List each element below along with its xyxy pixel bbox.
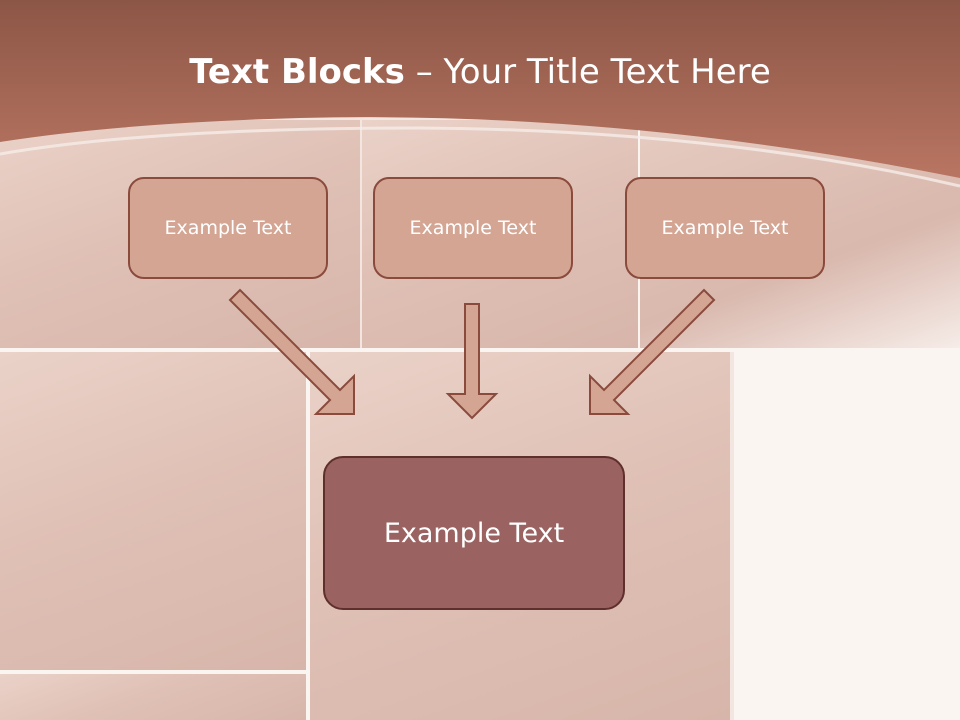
text-box-label: Example Text bbox=[164, 217, 292, 239]
text-box-label: Example Text bbox=[383, 517, 565, 549]
collage-divider bbox=[0, 670, 306, 674]
title-band bbox=[0, 0, 960, 188]
arrow-down bbox=[445, 303, 499, 420]
arrow-down-right bbox=[228, 288, 355, 415]
collage-panel-blank bbox=[734, 352, 960, 720]
title-separator: – bbox=[404, 52, 444, 92]
text-box-label: Example Text bbox=[661, 217, 789, 239]
text-box-bottom: Example Text bbox=[323, 456, 625, 610]
page-title: Text Blocks – Your Title Text Here bbox=[0, 52, 960, 92]
arrow-down-left bbox=[589, 288, 716, 415]
collage-divider bbox=[306, 352, 310, 720]
collage-panel bbox=[0, 352, 306, 670]
text-box-top-center: Example Text bbox=[373, 177, 573, 279]
collage-panel bbox=[0, 674, 306, 720]
text-box-top-left: Example Text bbox=[128, 177, 328, 279]
text-box-label: Example Text bbox=[409, 217, 537, 239]
title-bold: Text Blocks bbox=[189, 52, 405, 92]
text-box-top-right: Example Text bbox=[625, 177, 825, 279]
title-rest: Your Title Text Here bbox=[443, 52, 771, 92]
